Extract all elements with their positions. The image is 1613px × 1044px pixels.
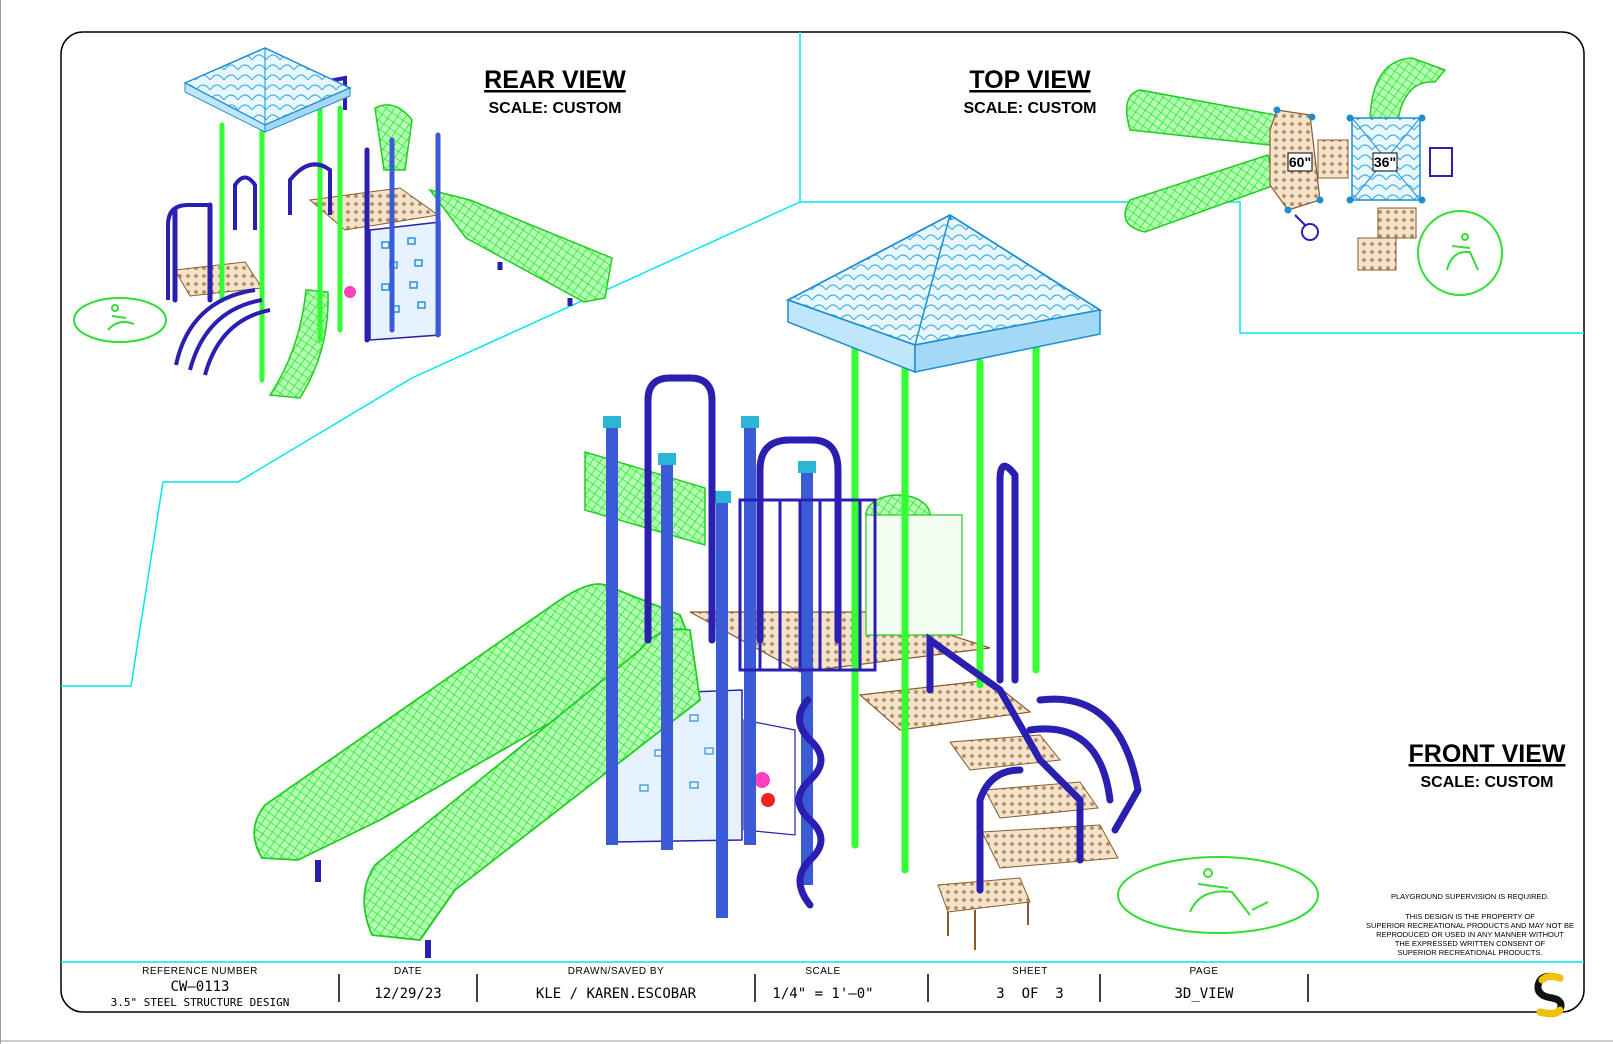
page-value: 3D_VIEW <box>1174 986 1234 1002</box>
company-logo <box>1534 972 1565 1018</box>
rear-slide-entry <box>374 104 413 171</box>
deck-height-60: 60" <box>1289 154 1311 170</box>
front-left-slide <box>253 583 692 861</box>
supervision-note: PLAYGROUND SUPERVISION IS REQUIRED. <box>1391 892 1549 901</box>
panel-graphic-red <box>761 793 775 807</box>
front-roof-posts <box>851 334 1040 874</box>
view-dividers <box>61 32 1584 963</box>
drawn-label: DRAWN/SAVED BY <box>568 966 664 977</box>
front-step-3 <box>981 824 1119 869</box>
top-post-caps <box>1273 106 1426 214</box>
rear-view: REAR VIEW SCALE: CUSTOM <box>73 47 626 399</box>
top-view-scale: SCALE: CUSTOM <box>963 100 1096 117</box>
date-label: DATE <box>394 966 422 977</box>
front-deck-2 <box>858 679 1032 731</box>
property-note-line-3: REPRODUCED OR USED IN ANY MANNER WITHOUT <box>1376 930 1564 939</box>
top-ada-symbol <box>1417 210 1503 296</box>
rear-curved-slide <box>268 289 329 399</box>
property-note-line-5: SUPERIOR RECREATIONAL PRODUCTS. <box>1397 948 1542 957</box>
front-view-scale: SCALE: CUSTOM <box>1420 774 1553 791</box>
property-note-line-4: THE EXPRESSED WRITTEN CONSENT OF <box>1395 939 1546 948</box>
top-step-1 <box>1377 207 1417 239</box>
drawing-border <box>60 31 1585 1013</box>
sheet-label: SHEET <box>1012 966 1048 977</box>
drawn-value: KLE / KAREN.ESCOBAR <box>536 986 697 1002</box>
rear-roof <box>183 47 352 133</box>
reference-number: CW–0113 <box>170 979 229 995</box>
top-deck-transfer <box>1317 139 1349 179</box>
reference-label: REFERENCE NUMBER <box>142 966 258 977</box>
panel-graphic <box>344 286 356 298</box>
front-ada-symbol <box>1117 856 1319 934</box>
property-note-line-2: SUPERIOR RECREATIONAL PRODUCTS AND MAY N… <box>1366 921 1574 930</box>
top-tube-slide <box>1369 57 1447 121</box>
deck-height-tag-60 <box>1287 152 1313 172</box>
rear-view-scale: SCALE: CUSTOM <box>488 100 621 117</box>
front-view: FRONT VIEW SCALE: CUSTOM <box>253 213 1566 958</box>
top-step-2 <box>1357 237 1397 271</box>
top-ladder <box>1429 147 1453 177</box>
front-rails <box>644 374 1142 909</box>
deck-height-36: 36" <box>1374 154 1396 170</box>
deck-height-tag-36 <box>1372 152 1398 172</box>
property-note-line-1: THIS DESIGN IS THE PROPERTY OF <box>1405 912 1535 921</box>
panel-graphic-pink <box>754 772 770 788</box>
scale-label: SCALE <box>805 966 840 977</box>
front-view-title: FRONT VIEW <box>1409 740 1566 768</box>
front-roof <box>785 213 1103 374</box>
scale-value: 1/4" = 1'–0" <box>772 986 873 1002</box>
top-steering-wheel <box>1301 223 1319 241</box>
rear-straight-slide <box>428 188 613 303</box>
top-view: TOP VIEW SCALE: CUSTOM 60" 36" <box>963 57 1503 296</box>
title-block: REFERENCE NUMBER CW–0113 3.5" STEEL STRU… <box>111 966 1565 1018</box>
rear-rails <box>166 75 347 376</box>
top-view-title: TOP VIEW <box>969 66 1091 94</box>
rear-climbing-wall <box>369 221 441 341</box>
rear-posts <box>172 105 441 383</box>
rear-view-title: REAR VIEW <box>484 66 626 94</box>
reference-description: 3.5" STEEL STRUCTURE DESIGN <box>111 996 290 1009</box>
front-blue-posts <box>603 416 816 918</box>
front-step-4 <box>937 877 1031 913</box>
date-value: 12/29/23 <box>374 986 441 1002</box>
front-guard-panel <box>738 498 877 672</box>
sheet-value: 3 OF 3 <box>996 986 1063 1002</box>
top-slide-upper <box>1125 89 1276 146</box>
front-back-panel <box>865 514 963 636</box>
notes: PLAYGROUND SUPERVISION IS REQUIRED. THIS… <box>1366 892 1574 957</box>
rear-ada-symbol <box>73 297 167 343</box>
top-slide-lower <box>1124 154 1276 233</box>
page-label: PAGE <box>1189 966 1218 977</box>
